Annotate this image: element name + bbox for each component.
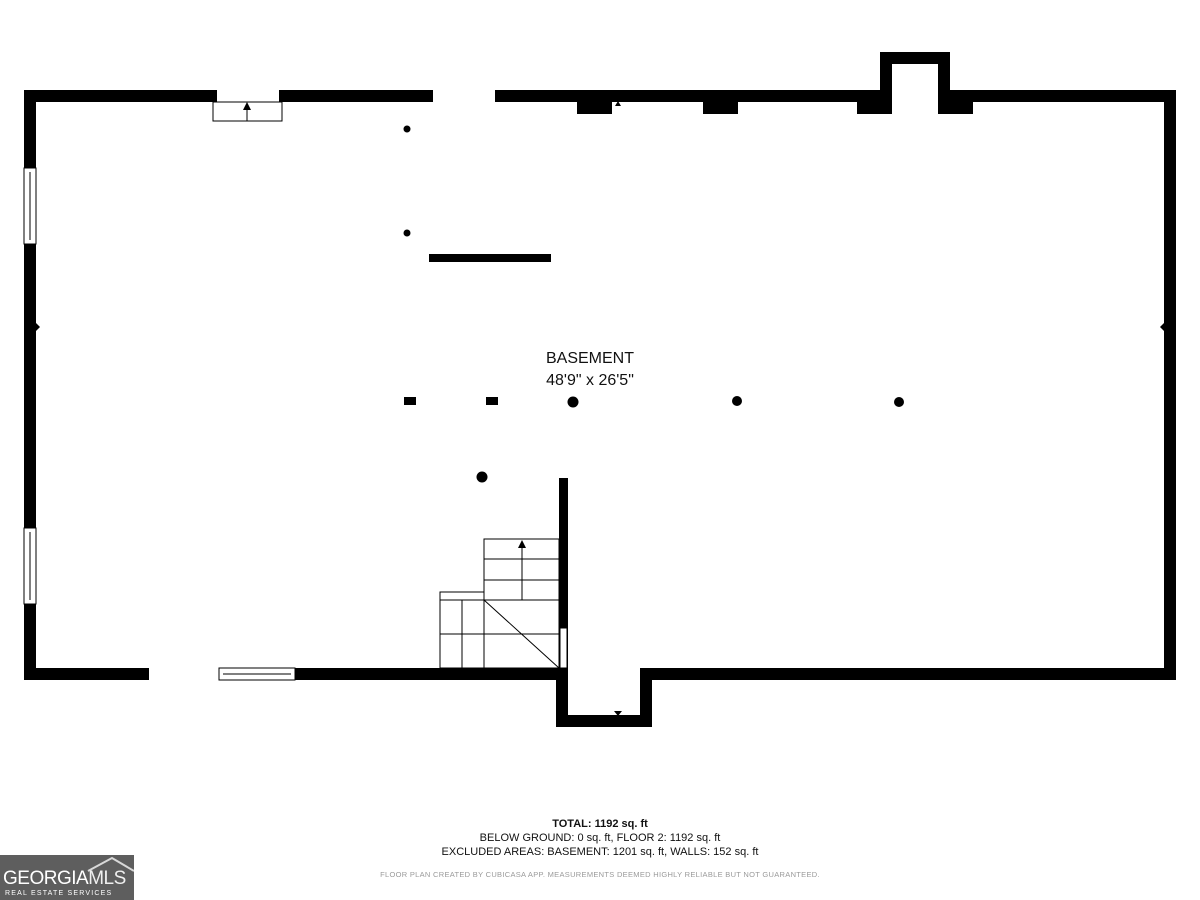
stair-wall <box>559 478 568 668</box>
pilaster-2 <box>703 100 738 114</box>
house-roof-icon <box>87 856 134 872</box>
logo-tagline: REAL ESTATE SERVICES <box>5 890 113 897</box>
chimney-left <box>880 52 892 102</box>
chimney-right <box>938 52 950 102</box>
summary-excluded: EXCLUDED AREAS: BASEMENT: 1201 sq. ft, W… <box>441 846 759 858</box>
post-7 <box>894 397 904 407</box>
stairs <box>439 538 560 669</box>
post-8 <box>476 471 488 483</box>
stairs-arrow-up-icon <box>518 540 526 548</box>
wall-markers <box>36 101 1164 716</box>
bump-left <box>556 668 568 727</box>
wall-bottom-right <box>640 668 1176 680</box>
wall-top-left <box>24 90 217 102</box>
summary-total: TOTAL: 1192 sq. ft <box>552 818 648 830</box>
post-5 <box>567 396 579 408</box>
wall-bottom-left <box>24 668 149 680</box>
pilaster-3 <box>857 100 892 114</box>
arrow-up-icon <box>243 102 251 110</box>
wall-top-mid <box>279 90 433 102</box>
pilaster-4 <box>938 100 973 114</box>
posts <box>403 125 904 483</box>
georgia-mls-logo: GEORGIAMLS REAL ESTATE SERVICES <box>0 855 134 900</box>
wall-left-b <box>24 244 36 528</box>
marker-top <box>615 101 621 106</box>
logo-mls: MLS <box>88 868 126 889</box>
disclaimer: FLOOR PLAN CREATED BY CUBICASA APP. MEAS… <box>380 870 820 879</box>
post-6 <box>732 396 742 406</box>
wall-bottom-mid <box>295 668 568 680</box>
interior-partition <box>429 254 551 262</box>
bump-bottom <box>556 715 652 727</box>
bump-right <box>640 668 652 727</box>
wall-left-a <box>24 90 36 168</box>
pilaster-1 <box>577 100 612 114</box>
wall-left-c <box>24 604 36 680</box>
summary-below-ground: BELOW GROUND: 0 sq. ft, FLOOR 2: 1192 sq… <box>479 832 721 844</box>
post-1 <box>403 125 411 133</box>
windows <box>23 167 296 681</box>
chimney-top <box>880 52 950 64</box>
room-dimensions: 48'9" x 26'5" <box>546 372 634 389</box>
wall-top-right-a <box>495 90 880 102</box>
stair-wall-gap <box>559 627 568 669</box>
post-2 <box>403 229 411 237</box>
wall-top-right-b <box>950 90 1176 102</box>
post-4 <box>486 397 498 405</box>
exterior-walls <box>24 52 1176 727</box>
marker-left <box>36 323 40 331</box>
post-3 <box>404 397 416 405</box>
logo-georgia: GEORGIA <box>3 868 89 889</box>
marker-bottom <box>614 711 622 716</box>
marker-right <box>1160 323 1164 331</box>
room-name: BASEMENT <box>545 350 634 367</box>
wall-right <box>1164 90 1176 680</box>
logo-wordmark: GEORGIAMLS <box>3 869 126 889</box>
top-entry <box>212 101 283 122</box>
